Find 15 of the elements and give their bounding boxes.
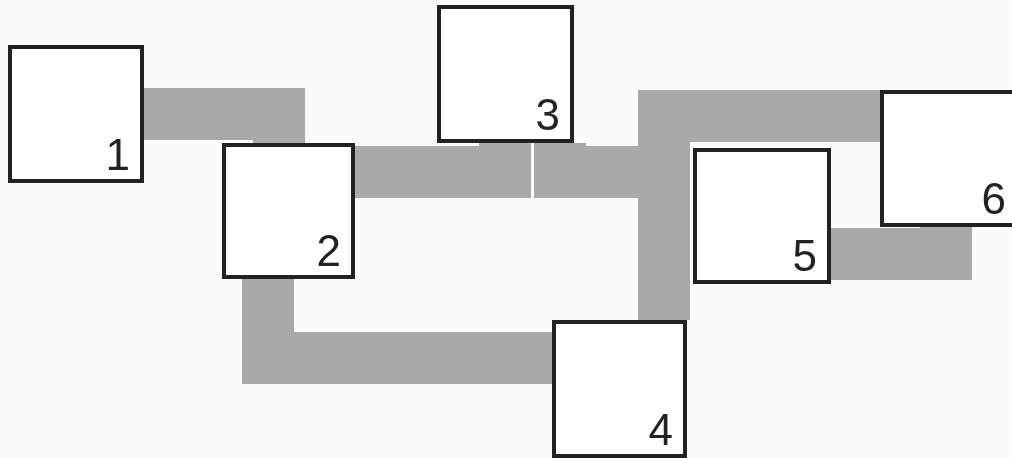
- box-number: 6: [981, 177, 1006, 221]
- square-box: [552, 320, 687, 458]
- square-box: [222, 143, 355, 279]
- square-box: [8, 45, 144, 183]
- connector-band: [242, 279, 552, 384]
- box-number: 1: [105, 133, 130, 177]
- connector-band: [144, 88, 305, 143]
- square-box: [437, 5, 574, 143]
- box-number: 3: [535, 93, 560, 137]
- box-number: 5: [792, 234, 817, 278]
- square-box: [880, 90, 1012, 227]
- square-box: [693, 148, 831, 284]
- box-number: 4: [648, 408, 673, 452]
- box-number: 2: [316, 229, 341, 273]
- connector-band: [831, 227, 972, 280]
